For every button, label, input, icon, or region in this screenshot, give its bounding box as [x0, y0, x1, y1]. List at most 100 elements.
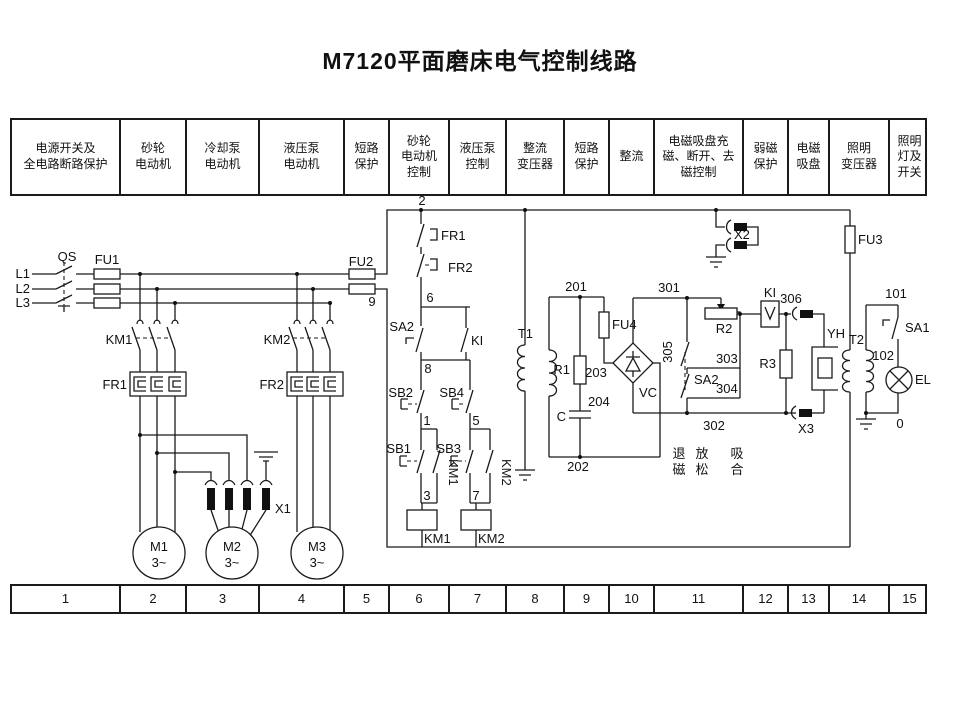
m1-label: M1 — [150, 539, 168, 554]
footer-cell: 14 — [830, 586, 890, 612]
wire-label-l3: L3 — [16, 295, 30, 310]
sa1-label: SA1 — [905, 320, 930, 335]
footer-cell: 5 — [345, 586, 390, 612]
el-lamp: EL — [885, 366, 931, 394]
footer-cell: 3 — [187, 586, 260, 612]
m2-label: M2 — [223, 539, 241, 554]
fu1-label: FU1 — [95, 252, 120, 267]
chuck-plug-top — [800, 310, 813, 318]
wire-304-label: 304 — [716, 381, 738, 396]
r1-resistor — [573, 355, 587, 385]
m3-label: M3 — [308, 539, 326, 554]
km1-aux-label: KM1 — [446, 459, 461, 486]
header-cell: 弱磁 保护 — [744, 120, 789, 194]
ki-coil — [760, 300, 780, 328]
r1-label: R1 — [553, 362, 570, 377]
footer-cell: 4 — [260, 586, 345, 612]
footer-cell: 15 — [902, 590, 917, 606]
wire-203-label: 203 — [585, 365, 607, 380]
km1-coil-label: KM1 — [424, 531, 451, 546]
wire-201-label: 201 — [565, 279, 587, 294]
t2-label: T2 — [849, 332, 864, 347]
chuck-control-circuit: 301 R2 305 303 304 SA2 KI 306 R3 — [633, 280, 845, 477]
wire-9-label: 9 — [368, 294, 375, 309]
supply-input: L1 L2 L3 QS FU1 — [16, 249, 349, 312]
page-title: M7120平面磨床电气控制线路 — [322, 48, 638, 74]
wire-5-label: 5 — [472, 413, 479, 428]
sb4-label: SB4 — [439, 385, 464, 400]
header-cell: 整流 变压器 — [507, 120, 565, 194]
fr2-heater: FR2 — [259, 371, 344, 397]
footer-cell: 8 — [507, 586, 565, 612]
ki-contact-label: KI — [471, 333, 483, 348]
km2-coil — [460, 509, 492, 531]
km2-main-label: KM2 — [264, 332, 291, 347]
vc-rectifier: VC — [612, 342, 657, 400]
sb1-label: SB1 — [386, 441, 411, 456]
wire-101-label: 101 — [885, 286, 907, 301]
x1-label: X1 — [275, 501, 291, 516]
m2-phase-label: 3~ — [225, 555, 240, 570]
ki-coil-glyph — [764, 306, 776, 321]
yh-label: YH — [827, 326, 845, 341]
header-cell: 短路 保护 — [345, 120, 390, 194]
motor-m3: M3 3~ — [290, 526, 344, 580]
wire-302-label: 302 — [703, 418, 725, 433]
header-cell: 电源开关及 全电路断路保护 — [12, 120, 121, 194]
qs-label: QS — [58, 249, 77, 264]
x2-label: X2 — [734, 227, 750, 242]
wire-label-l2: L2 — [16, 281, 30, 296]
pos-demag-bottom: 磁 — [672, 462, 685, 477]
sa2-position-labels: 退 磁 放 松 吸 合 — [672, 446, 743, 477]
wire-305-label: 305 — [660, 341, 675, 363]
lighting-circuit: FU3 T2 101 SA1 102 EL 0 — [841, 210, 931, 547]
actuator-links — [407, 264, 466, 462]
header-cell: 整流 — [610, 120, 655, 194]
header-cell: 冷却泵 电动机 — [187, 120, 260, 194]
wire-8-label: 8 — [424, 361, 431, 376]
km1-coil — [406, 509, 438, 531]
junction-dots — [138, 208, 868, 474]
r2-label: R2 — [716, 321, 733, 336]
fu3-label: FU3 — [858, 232, 883, 247]
motor-m2: M2 3~ — [205, 526, 259, 580]
el-label: EL — [915, 372, 931, 387]
sb2-label: SB2 — [388, 385, 413, 400]
fr1-nc-label: FR1 — [441, 228, 466, 243]
wire-204-label: 204 — [588, 394, 610, 409]
rectifier-transformer-circuit: T1 201 FU4 203 R1 204 C 202 VC — [515, 210, 721, 481]
fu2-label: FU2 — [349, 254, 374, 269]
wire-303-label: 303 — [716, 351, 738, 366]
footer-cell: 7 — [450, 586, 507, 612]
footer-cell: 12 — [744, 586, 789, 612]
wire-7-label: 7 — [472, 488, 479, 503]
fu1-fuse: FU1 — [93, 252, 121, 309]
x2-connector: X2 — [706, 210, 759, 268]
x3-label: X3 — [798, 421, 814, 436]
pos-attract-top: 吸 — [730, 446, 743, 461]
vc-label: VC — [639, 385, 657, 400]
column-number-row: 1 2 3 4 5 6 7 8 9 10 11 12 13 14 15 — [10, 584, 927, 614]
sb3-label: SB3 — [436, 441, 461, 456]
header-cell: 砂轮 电动机 控制 — [390, 120, 450, 194]
header-cell: 液压泵 电动机 — [260, 120, 345, 194]
wire-202-label: 202 — [567, 459, 589, 474]
header-cell: 电磁吸盘充 磁、断开、去 磁控制 — [655, 120, 744, 194]
wire-1-label: 1 — [423, 413, 430, 428]
t1-label: T1 — [518, 326, 533, 341]
wire-0-label: 0 — [896, 416, 903, 431]
sa2-control-label: SA2 — [389, 319, 414, 334]
wire-6-label: 6 — [426, 290, 433, 305]
r3-resistor — [779, 349, 793, 379]
r3-label: R3 — [759, 356, 776, 371]
ki-coil-label: KI — [764, 285, 776, 300]
footer-cell: 9 — [565, 586, 610, 612]
header-cell: 照明 变压器 — [830, 120, 890, 194]
wire-306-label: 306 — [780, 291, 802, 306]
fu4-label: FU4 — [612, 317, 637, 332]
control-rails — [375, 209, 850, 548]
footer-cell: 1 — [12, 586, 121, 612]
header-cell: 照明 灯及 开关 — [897, 133, 922, 179]
footer-cell: 2 — [121, 586, 187, 612]
sa2-selector-label: SA2 — [694, 372, 719, 387]
